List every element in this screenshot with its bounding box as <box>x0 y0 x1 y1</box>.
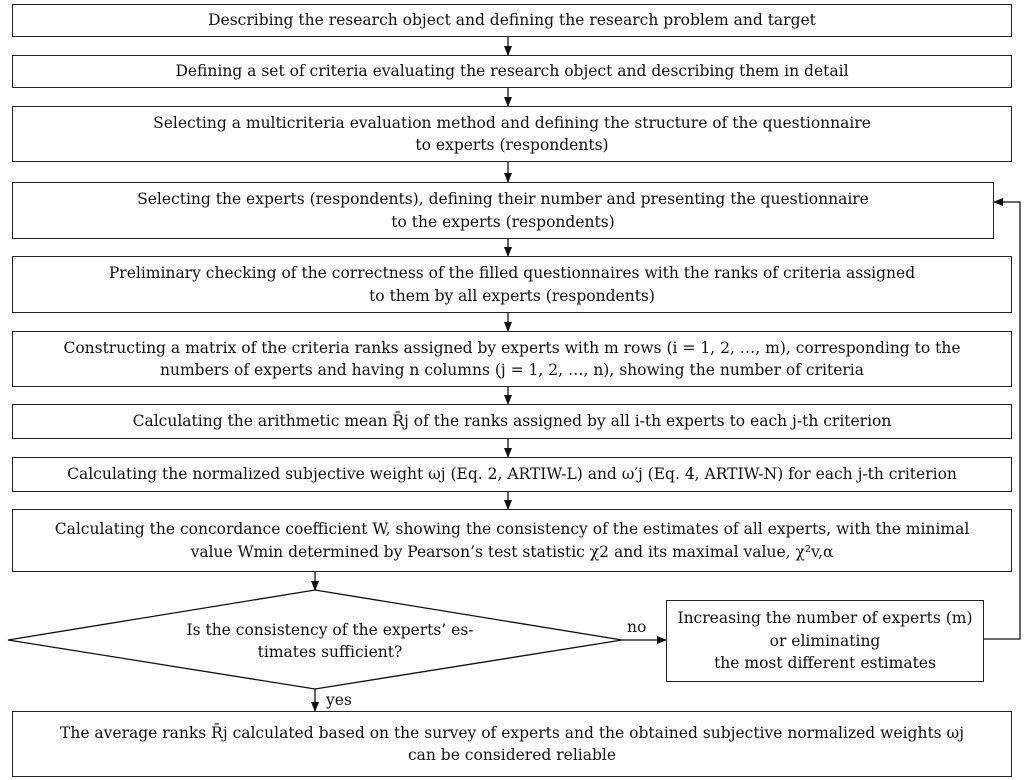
decision-text: Is the consistency of the experts’ es- t… <box>186 621 474 662</box>
step-describe-research: Describing the research object and defin… <box>12 4 1012 37</box>
no-label: no <box>627 618 647 636</box>
decision-diamond <box>7 589 623 690</box>
step-concordance: Calculating the concordance coefficient … <box>12 509 1012 572</box>
yes-label: yes <box>326 691 352 709</box>
step-normalized-weight: Calculating the normalized subjective we… <box>12 457 1012 492</box>
step-select-experts: Selecting the experts (respondents), def… <box>12 182 994 239</box>
loop-back-connector <box>984 198 1021 640</box>
step-define-criteria: Defining a set of criteria evaluating th… <box>12 55 1012 88</box>
loop-increase-experts: Increasing the number of experts (m) or … <box>666 600 984 682</box>
step-preliminary-check: Preliminary checking of the correctness … <box>12 256 1012 313</box>
final-result: The average ranks R̄j calculated based o… <box>12 711 1012 777</box>
step-construct-matrix: Constructing a matrix of the criteria ra… <box>12 331 1012 387</box>
step-arithmetic-mean: Calculating the arithmetic mean R̄j of t… <box>12 404 1012 439</box>
step-select-method: Selecting a multicriteria evaluation met… <box>12 106 1012 162</box>
